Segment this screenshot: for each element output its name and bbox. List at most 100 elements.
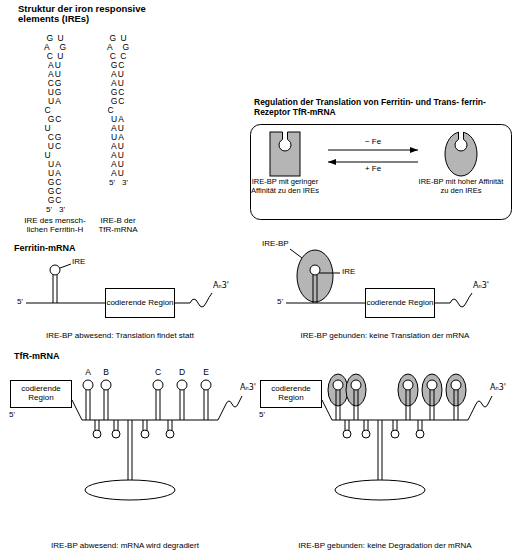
strand-end: 5' [9, 411, 15, 420]
nucleotide-row: G U [109, 34, 126, 43]
nucleotide-row: GC [111, 61, 126, 70]
nucleotide-row: AU [111, 142, 125, 151]
node-text: Regulation der Translation von Ferritin-… [254, 98, 508, 118]
callout-label: IRE [72, 258, 85, 267]
nucleotide-row: C [107, 106, 114, 115]
regulation-panel: IRE-BP mit geringer Affinität zu den IRE… [250, 98, 512, 222]
poly-a-tail: Aₙ3' [240, 384, 256, 393]
central-loop [85, 480, 175, 500]
hairpin-loop [141, 430, 149, 438]
nucleotide-row: GC [48, 196, 63, 205]
central-stem [378, 420, 382, 480]
node-text: codierende Region [261, 385, 321, 403]
hairpin-loop [112, 430, 120, 438]
section-heading: Struktur der iron responsive elements (I… [18, 4, 188, 25]
ire-slot [283, 131, 288, 141]
leader-line [60, 264, 71, 268]
nucleotide-row: GC [111, 88, 126, 97]
leader-line [290, 249, 302, 258]
nucleotide-row: AU [48, 70, 62, 79]
ire-letter: C [155, 368, 161, 377]
strand-end: 5' [109, 179, 115, 188]
nucleotide-row: U [44, 151, 51, 160]
strand-end: 3' [59, 206, 65, 215]
ire-stem [313, 275, 317, 303]
node-text: IRE-BP mit hoher Affinität zu den IREs [418, 178, 504, 195]
node-text: codierende Region [11, 385, 71, 403]
strand-end: 3' [122, 179, 128, 188]
node-text: codierende Region [106, 299, 173, 308]
ire-letter: B [103, 368, 109, 377]
ire-stem [283, 132, 288, 140]
nucleotide-row: C U [47, 52, 64, 61]
strand-end: 5' [277, 298, 283, 307]
structure-caption: IRE des mensch- lichen Ferritin-H [15, 217, 95, 235]
nucleotide-row: UA [111, 133, 125, 142]
ire-stem [53, 275, 57, 303]
ire-stem [459, 132, 464, 140]
panel-caption: IRE-BP abwesend: mRNA wird degradiert [51, 542, 199, 551]
panel-caption: IRE-BP abwesend: Translation findet stat… [46, 332, 194, 341]
ire-binding-protein [422, 374, 442, 406]
nucleotide-row: GC [111, 97, 126, 106]
ire-bp-high-affinity: IRE-BP mit hoher Affinität zu den IREs [418, 130, 504, 210]
nucleotide-row: AU [111, 151, 125, 160]
callout-label: IRE-BP [262, 240, 289, 249]
panel-caption: IRE-BP gebunden: keine Translation der m… [301, 332, 470, 341]
ire-binding-protein [297, 250, 333, 302]
ire-binding-protein [446, 374, 466, 406]
ire-loop [451, 380, 461, 390]
hairpin-loop [391, 430, 399, 438]
protein-shape [270, 132, 300, 176]
ire-loop [83, 380, 93, 390]
nucleotide-row: UA [48, 97, 62, 106]
nucleotide-row: A G [44, 43, 66, 52]
shape-outline [418, 130, 504, 178]
ire-loop [201, 380, 211, 390]
ire-bp-low-affinity: IRE-BP mit geringer Affinität zu den IRE… [242, 130, 328, 210]
nucleotide-row: AU [111, 169, 125, 178]
ire-binding-protein [328, 374, 348, 406]
nucleotide-row: AU [111, 70, 125, 79]
coding-region-box: codierende Region [365, 288, 435, 318]
ire-loop [403, 380, 413, 390]
ire-loop [333, 380, 343, 390]
callout-label: IRE [342, 268, 355, 277]
mrna-strand [322, 396, 492, 420]
hairpin-stem [345, 420, 422, 431]
poly-a-tail: Aₙ3' [490, 384, 506, 393]
leader-line [319, 273, 340, 274]
panel-border [251, 125, 512, 220]
nucleotide-row: GC [48, 115, 63, 124]
ire-binding-protein [346, 374, 366, 406]
ire-loop [153, 380, 163, 390]
section-heading: Ferritin-mRNA [14, 244, 76, 254]
nucleotide-row: AU [48, 61, 62, 70]
coding-region-box: codierende Region [260, 380, 322, 408]
nucleotide-row: UG [48, 88, 63, 97]
ire-binding-protein [398, 374, 418, 406]
ire-letter: E [203, 368, 209, 377]
central-loop [335, 480, 425, 500]
ire-loop [50, 265, 60, 275]
coding-region-box: codierende Region [10, 380, 72, 408]
node-text: codierende Region [366, 299, 433, 308]
edge-label: + Fe [365, 165, 381, 174]
nucleotide-row: C [44, 106, 51, 115]
nucleotide-row: AU [111, 124, 125, 133]
ire-slot [459, 131, 464, 141]
equilibrium-arrow [328, 150, 418, 151]
nucleotide-row: UA [48, 169, 62, 178]
ire-loop [310, 265, 320, 275]
nucleotide-row: CG [48, 133, 63, 142]
nucleotide-row: C C [110, 52, 127, 61]
section-heading: TfR-mRNA [14, 352, 60, 362]
coding-region-box: codierende Region [105, 288, 175, 318]
strand-end: 5' [46, 206, 52, 215]
poly-a-tail: Aₙ3' [473, 282, 489, 291]
nucleotide-row: A G [107, 43, 129, 52]
ire-loop [101, 380, 111, 390]
hairpin-loop [416, 430, 424, 438]
